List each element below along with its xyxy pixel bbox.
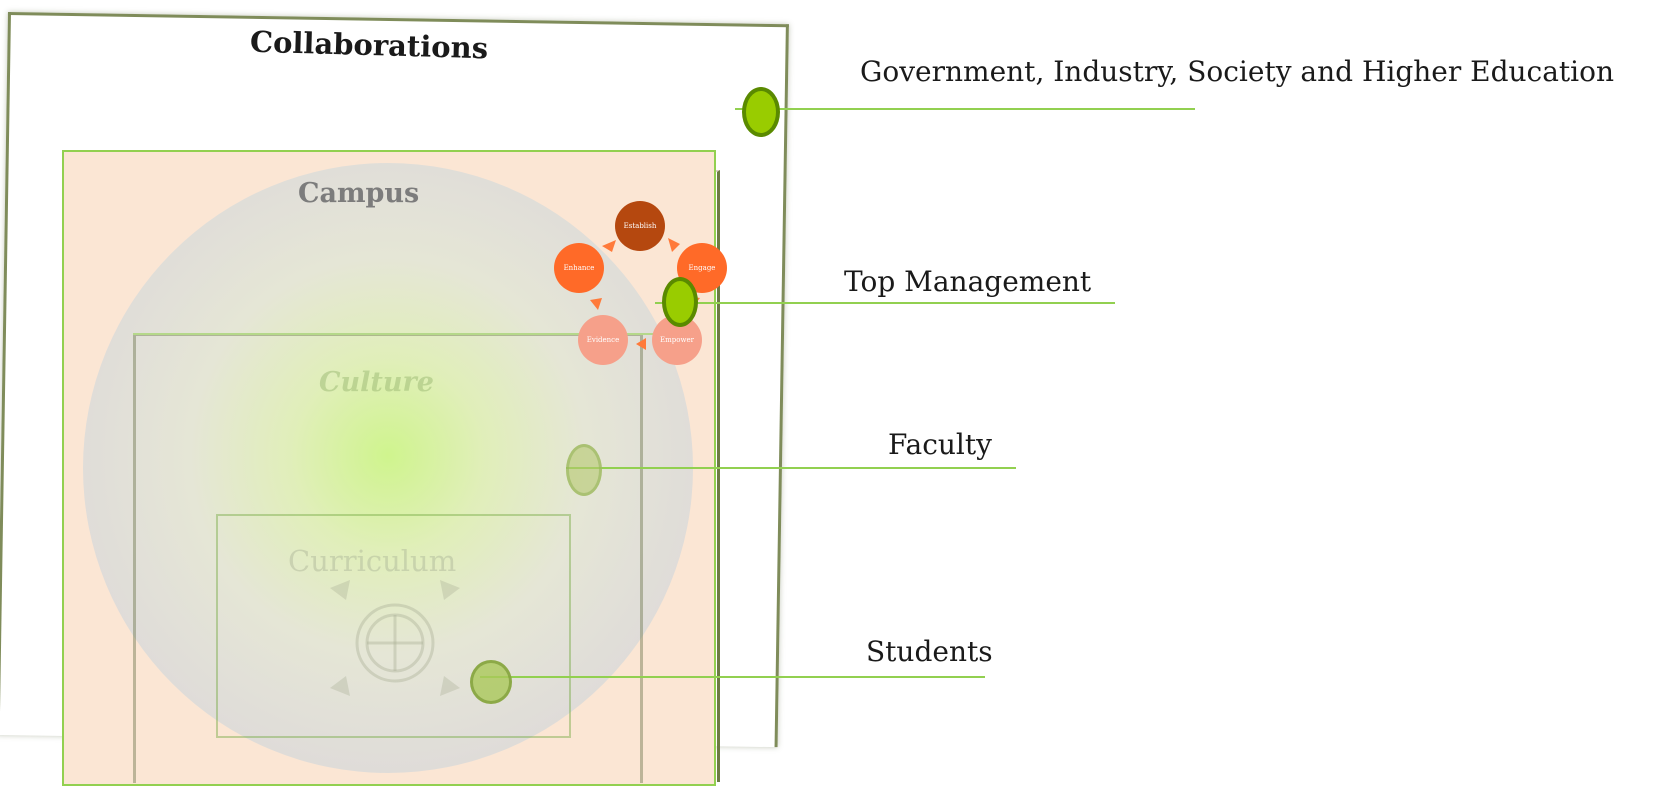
arrow-establish-engage (668, 238, 680, 252)
arrow-evidence-enhance (590, 298, 602, 310)
culture-card-top-line (133, 333, 693, 335)
label-faculty: Faculty (888, 428, 992, 461)
bullet-government (742, 87, 780, 137)
cycle-node-establish: Establish (615, 201, 665, 251)
label-students: Students (866, 635, 993, 668)
bullet-students (470, 660, 512, 704)
curriculum-card (216, 514, 571, 738)
connector-students (480, 676, 985, 678)
arrow-empower-evidence (636, 338, 646, 350)
connector-government (735, 108, 1195, 110)
arrow-enhance-establish (602, 240, 616, 252)
curriculum-emblem-icon (330, 580, 460, 696)
culture-title: Culture (319, 367, 434, 398)
cycle-node-evidence: Evidence (578, 315, 628, 365)
bullet-top-management (662, 277, 698, 327)
connector-faculty (566, 467, 1016, 469)
connector-top-management (655, 302, 1115, 304)
cycle-node-enhance: Enhance (554, 243, 604, 293)
curriculum-title: Curriculum (288, 544, 457, 578)
campus-title: Campus (298, 178, 420, 209)
label-top-management: Top Management (844, 265, 1092, 298)
label-government: Government, Industry, Society and Higher… (860, 55, 1615, 88)
collaborations-title: Collaborations (249, 24, 489, 66)
bullet-faculty (566, 444, 602, 496)
